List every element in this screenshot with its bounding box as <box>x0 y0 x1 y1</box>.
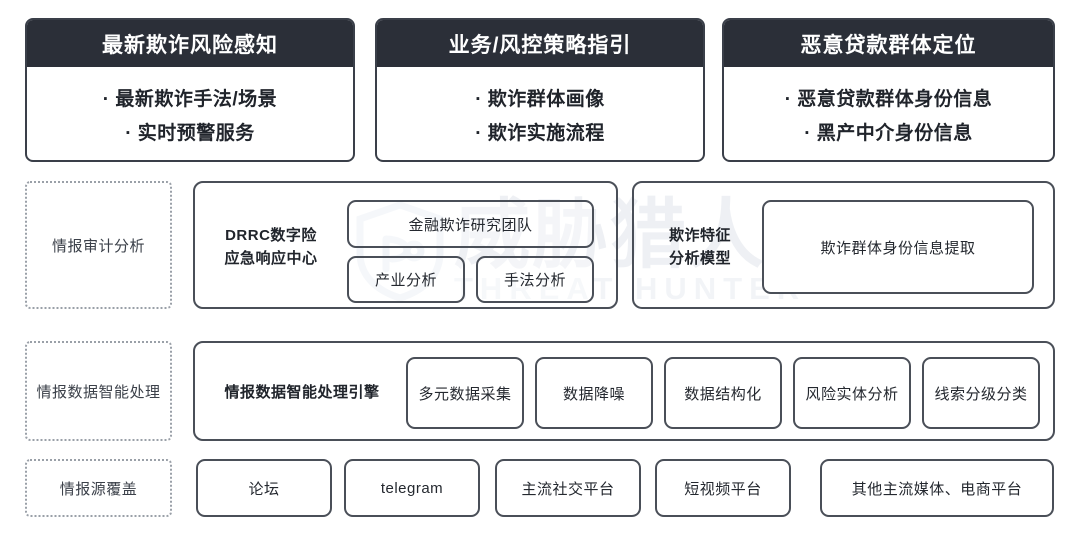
panel-intel-data-engine[interactable]: 情报数据智能处理引擎 多元数据采集 数据降噪 数据结构化 风险实体分析 线索分级… <box>193 341 1055 441</box>
top-card-bullet: 欺诈实施流程 <box>475 118 605 145</box>
panel-title-line: DRRC数字险 <box>225 226 317 244</box>
top-card-title: 恶意贷款群体定位 <box>724 20 1053 67</box>
top-card-fraud-risk-awareness[interactable]: 最新欺诈风险感知 最新欺诈手法/场景 实时预警服务 <box>25 18 355 162</box>
chip-industry-analysis[interactable]: 产业分析 <box>347 256 465 303</box>
top-card-title: 最新欺诈风险感知 <box>27 20 353 67</box>
chip-fraud-group-identity-extraction[interactable]: 欺诈群体身份信息提取 <box>762 200 1034 294</box>
panel-fraud-feature-model[interactable]: 欺诈特征 分析模型 欺诈群体身份信息提取 <box>632 181 1055 309</box>
chip-clue-grading-classification[interactable]: 线索分级分类 <box>922 357 1040 429</box>
chip-method-analysis[interactable]: 手法分析 <box>476 256 594 303</box>
panel-title-fraud-feature-model: 欺诈特征 分析模型 <box>654 217 746 277</box>
row-intel-audit-analysis: 情报审计分析 DRRC数字险 应急响应中心 金融欺诈研究团队 产业分析 手法分析… <box>0 181 1080 315</box>
row-label-intel-data-processing: 情报数据智能处理 <box>25 341 172 441</box>
top-card-body: 最新欺诈手法/场景 实时预警服务 <box>27 67 353 160</box>
panel-title-intel-data-engine: 情报数据智能处理引擎 <box>213 373 391 413</box>
top-card-bullet: 黑产中介身份信息 <box>804 118 973 145</box>
chip-source-forum[interactable]: 论坛 <box>196 459 332 517</box>
chip-data-structuring[interactable]: 数据结构化 <box>664 357 782 429</box>
panel-title-drrc: DRRC数字险 应急响应中心 <box>209 217 333 277</box>
top-card-bullet: 实时预警服务 <box>125 118 255 145</box>
chip-source-other-media-ecommerce[interactable]: 其他主流媒体、电商平台 <box>820 459 1054 517</box>
row-label-intel-source-coverage: 情报源覆盖 <box>25 459 172 517</box>
panel-title-line: 情报数据智能处理引擎 <box>224 384 380 402</box>
top-card-malicious-loan-group[interactable]: 恶意贷款群体定位 恶意贷款群体身份信息 黑产中介身份信息 <box>722 18 1055 162</box>
chip-multi-source-collection[interactable]: 多元数据采集 <box>406 357 524 429</box>
row-intel-data-processing: 情报数据智能处理 情报数据智能处理引擎 多元数据采集 数据降噪 数据结构化 风险… <box>0 341 1080 445</box>
panel-title-line: 分析模型 <box>668 250 731 267</box>
chip-data-denoising[interactable]: 数据降噪 <box>535 357 653 429</box>
top-card-business-risk-strategy[interactable]: 业务/风控策略指引 欺诈群体画像 欺诈实施流程 <box>375 18 705 162</box>
chip-source-mainstream-social[interactable]: 主流社交平台 <box>495 459 641 517</box>
row-intel-source-coverage: 情报源覆盖 论坛 telegram 主流社交平台 短视频平台 其他主流媒体、电商… <box>0 459 1080 523</box>
top-card-bullet: 欺诈群体画像 <box>475 84 605 111</box>
top-card-title: 业务/风控策略指引 <box>377 20 703 67</box>
top-card-row: 最新欺诈风险感知 最新欺诈手法/场景 实时预警服务 业务/风控策略指引 欺诈群体… <box>0 0 1080 172</box>
row-label-intel-audit-analysis: 情报审计分析 <box>25 181 172 309</box>
panel-title-line: 欺诈特征 <box>668 226 731 244</box>
top-card-body: 欺诈群体画像 欺诈实施流程 <box>377 67 703 160</box>
chip-source-short-video[interactable]: 短视频平台 <box>655 459 791 517</box>
panel-drrc-center[interactable]: DRRC数字险 应急响应中心 金融欺诈研究团队 产业分析 手法分析 <box>193 181 618 309</box>
top-card-bullet: 恶意贷款群体身份信息 <box>785 84 993 111</box>
chip-financial-fraud-research-team[interactable]: 金融欺诈研究团队 <box>347 200 594 248</box>
top-card-body: 恶意贷款群体身份信息 黑产中介身份信息 <box>724 67 1053 160</box>
chip-risk-entity-analysis[interactable]: 风险实体分析 <box>793 357 911 429</box>
chip-source-telegram[interactable]: telegram <box>344 459 480 517</box>
top-card-bullet: 最新欺诈手法/场景 <box>103 84 277 111</box>
panel-title-line: 应急响应中心 <box>224 250 318 267</box>
